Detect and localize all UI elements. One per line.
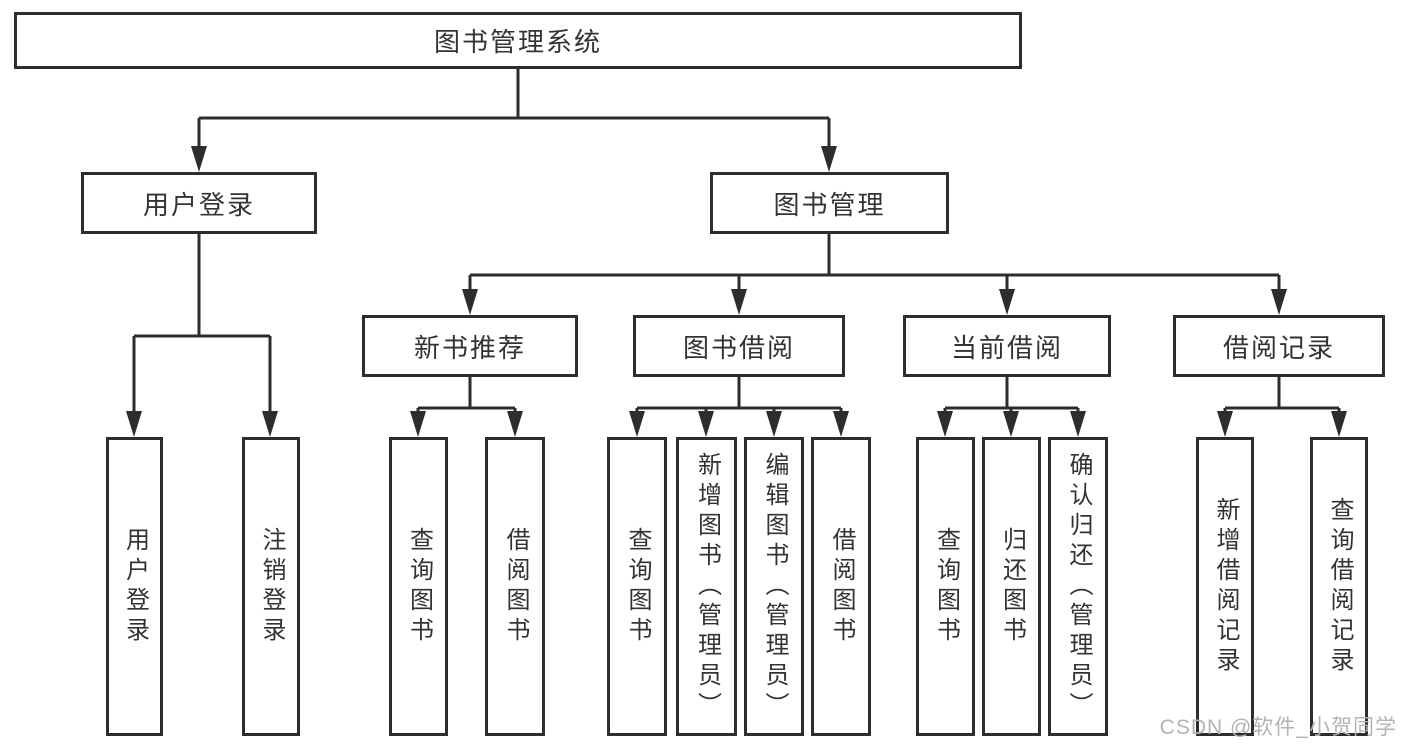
node-user-login: 用户登录 — [81, 172, 317, 234]
leaf-query-books-borrow: 查询图书 — [607, 437, 667, 736]
node-book-management: 图书管理 — [710, 172, 949, 234]
csdn-watermark: CSDN @软件_小贺同学 — [1159, 716, 1397, 739]
leaf-label: 确认归还（管理员） — [1065, 451, 1092, 722]
leaf-add-book-admin: 新增图书（管理员） — [676, 437, 737, 736]
node-book-borrow: 图书借阅 — [633, 315, 845, 377]
node-current-borrow: 当前借阅 — [903, 315, 1111, 377]
leaf-label: 用户登录 — [121, 526, 149, 647]
leaf-label: 编辑图书（管理员） — [761, 451, 788, 722]
node-root: 图书管理系统 — [14, 12, 1022, 69]
leaf-add-borrow-record: 新增借阅记录 — [1196, 437, 1254, 736]
leaf-borrow-books-recommend: 借阅图书 — [485, 437, 545, 736]
leaf-query-borrow-record: 查询借阅记录 — [1310, 437, 1368, 736]
node-borrow-records: 借阅记录 — [1173, 315, 1385, 377]
leaf-label: 归还图书 — [998, 526, 1026, 647]
leaf-label: 查询图书 — [624, 526, 651, 647]
leaf-query-books-current: 查询图书 — [916, 437, 975, 736]
leaf-label: 注销登录 — [258, 526, 285, 647]
leaf-return-books: 归还图书 — [982, 437, 1041, 736]
leaf-query-books-recommend: 查询图书 — [389, 437, 448, 736]
leaf-label: 查询图书 — [932, 526, 960, 647]
leaf-borrow-books-2: 借阅图书 — [811, 437, 871, 736]
leaf-label: 借阅图书 — [502, 526, 529, 647]
arrowheads — [126, 146, 1347, 437]
leaf-edit-book-admin: 编辑图书（管理员） — [744, 437, 804, 736]
leaf-user-login: 用户登录 — [106, 437, 163, 736]
leaf-logout: 注销登录 — [242, 437, 300, 736]
leaf-label: 借阅图书 — [828, 526, 855, 647]
leaf-confirm-return-admin: 确认归还（管理员） — [1048, 437, 1108, 736]
leaf-label: 新增图书（管理员） — [693, 451, 721, 722]
leaf-label: 查询图书 — [405, 526, 433, 647]
leaf-label: 新增借阅记录 — [1212, 496, 1239, 677]
node-new-book-recommend: 新书推荐 — [362, 315, 578, 377]
leaf-label: 查询借阅记录 — [1326, 496, 1353, 677]
